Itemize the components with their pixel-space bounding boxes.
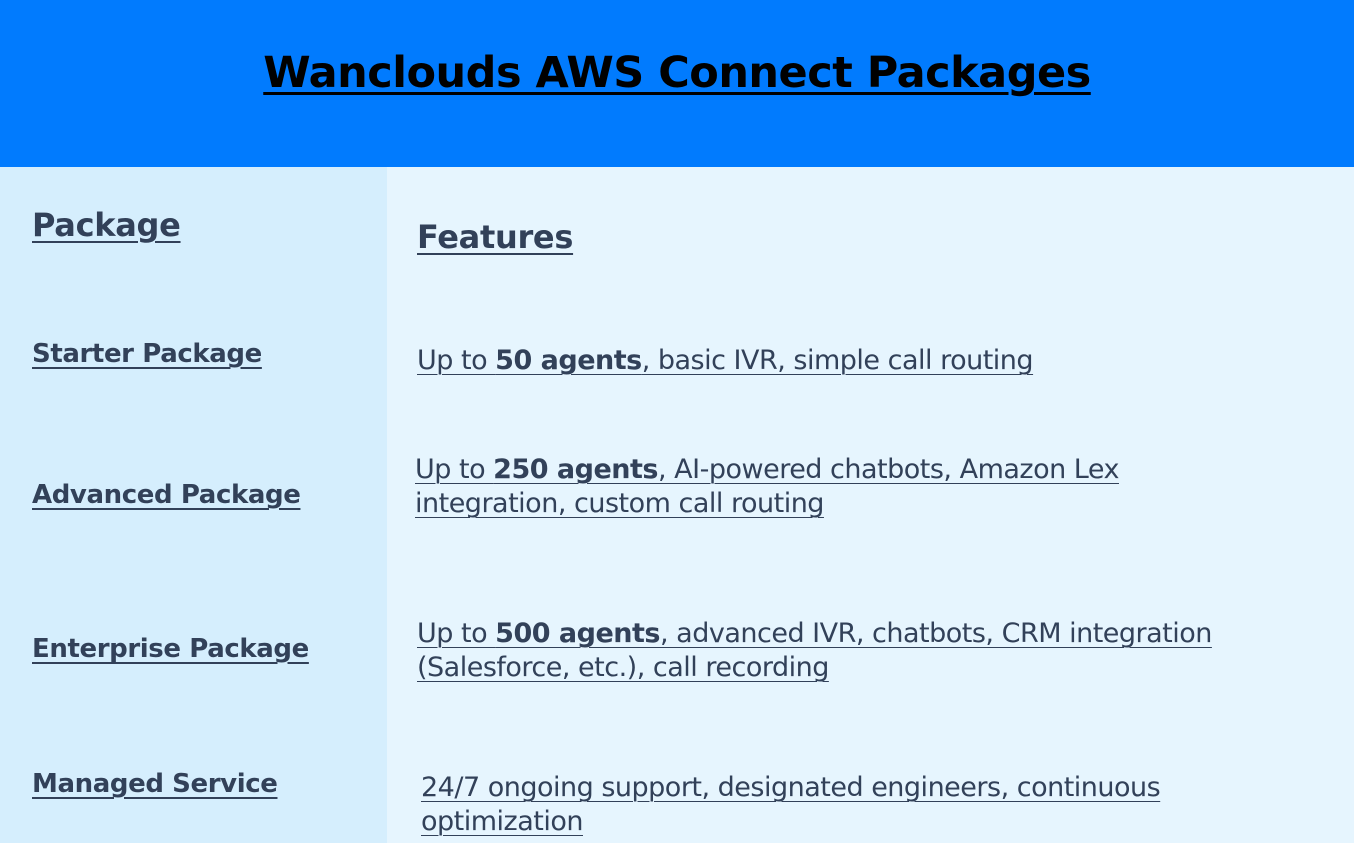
package-column — [0, 167, 387, 843]
header-banner — [0, 0, 1354, 167]
features-starter: Up to 50 agents, basic IVR, simple call … — [417, 345, 1034, 376]
package-name-starter: Starter Package — [32, 339, 262, 369]
package-name-managed: Managed Service — [32, 769, 278, 799]
features-column — [387, 167, 1354, 843]
page-title: Wanclouds AWS Connect Packages — [263, 48, 1091, 98]
package-name-advanced: Advanced Package — [32, 480, 301, 510]
package-column-header: Package — [32, 206, 181, 244]
package-name-enterprise: Enterprise Package — [32, 634, 309, 664]
features-managed: 24/7 ongoing support, designated enginee… — [421, 772, 1161, 837]
features-column-header: Features — [417, 218, 574, 256]
features-advanced: Up to 250 agents, AI-powered chatbots, A… — [415, 454, 1119, 519]
features-enterprise: Up to 500 agents, advanced IVR, chatbots… — [417, 618, 1212, 683]
